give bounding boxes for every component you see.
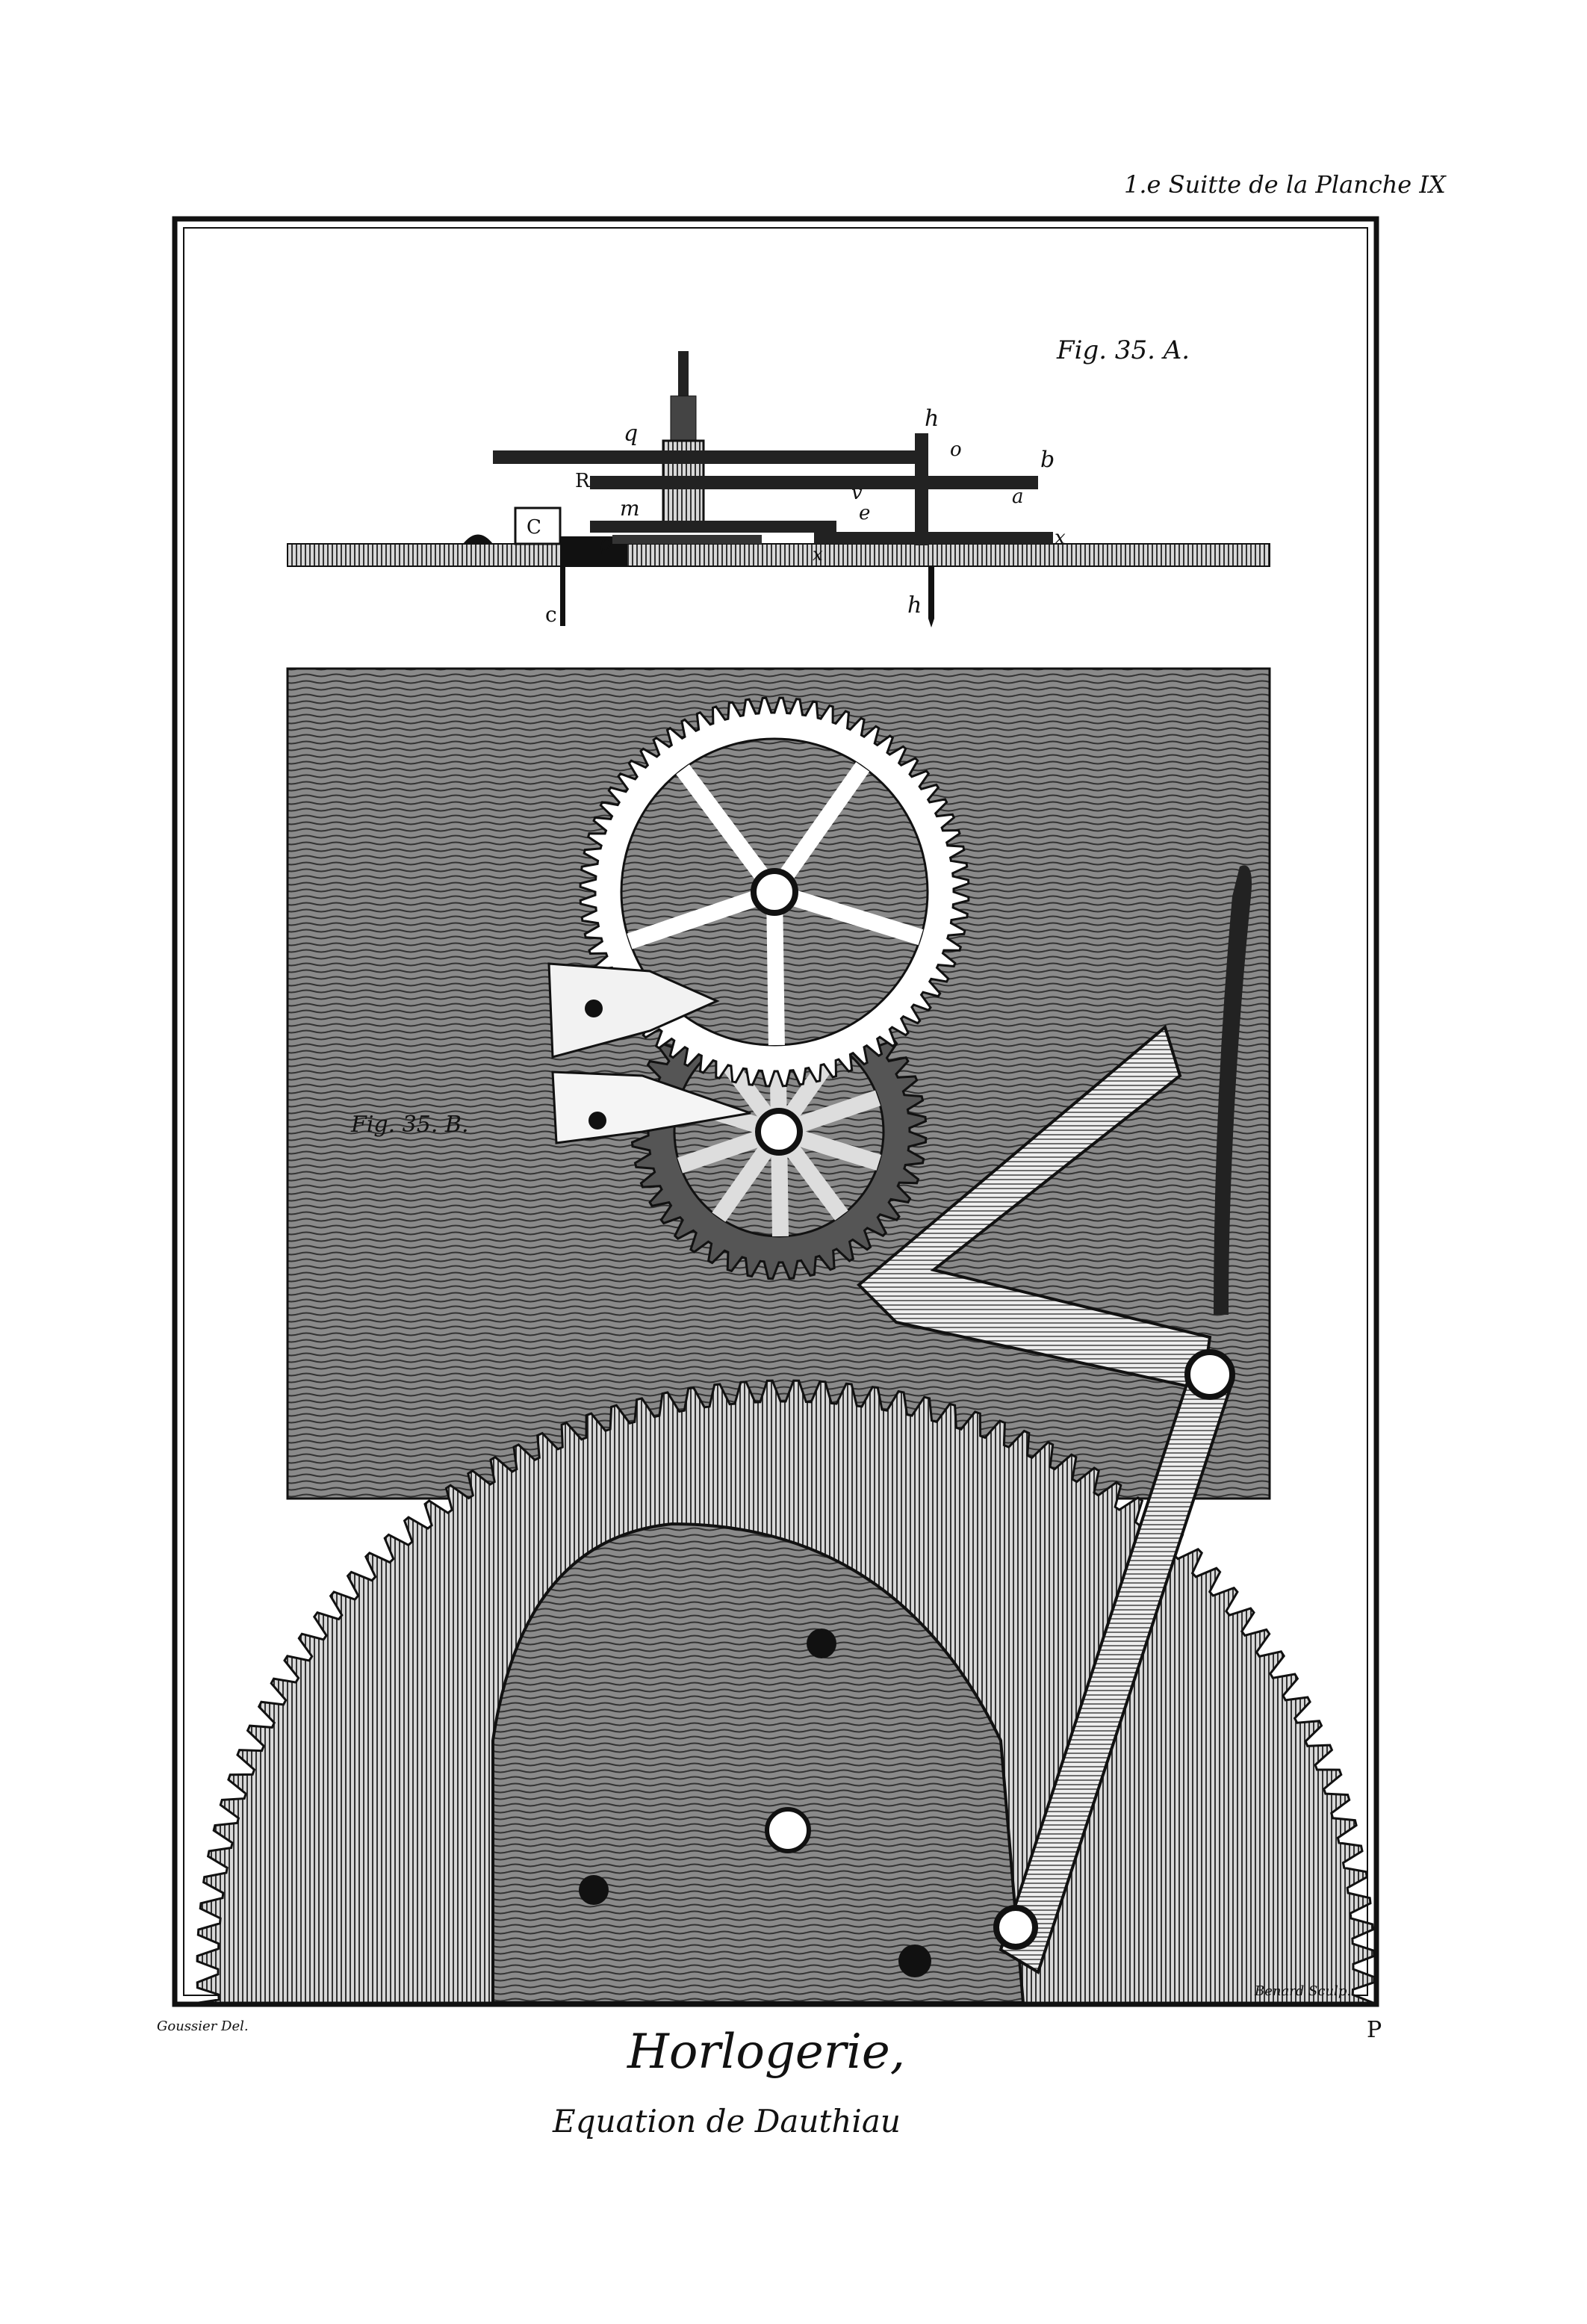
draftsman-credit: Goussier Del. bbox=[157, 2018, 249, 2034]
part-label-x-mid: x bbox=[813, 544, 823, 565]
figure-35a-labels: q h o b R v a m e C p x x c h Fig. 35. A… bbox=[527, 335, 1190, 627]
gear-spoke bbox=[627, 884, 777, 949]
part-label-c: c bbox=[545, 602, 557, 627]
part-label-C: C bbox=[527, 516, 541, 539]
gear-hub bbox=[751, 868, 798, 916]
part-label-p: p bbox=[599, 532, 612, 554]
engraver-credit: Benard Sculp. bbox=[1255, 1983, 1352, 1999]
part-label-m: m bbox=[620, 496, 640, 521]
figure-35a-drawing bbox=[287, 351, 1270, 628]
gear-spoke bbox=[768, 762, 870, 897]
gear-spoke bbox=[676, 764, 781, 897]
part-label-q: q bbox=[624, 421, 638, 447]
plate-reference: 1.e Suitte de la Planche IX bbox=[1124, 170, 1446, 199]
curved-spring bbox=[1214, 865, 1252, 1315]
part-label-b: b bbox=[1040, 447, 1055, 473]
part-label-R: R bbox=[575, 470, 591, 492]
part-label-v: v bbox=[851, 482, 863, 504]
figure-35b-title: Fig. 35. B. bbox=[350, 1112, 469, 1138]
figure-35a-title: Fig. 35. A. bbox=[1056, 335, 1190, 365]
part-label-e: e bbox=[859, 502, 870, 524]
lever-arm bbox=[857, 1024, 1212, 1392]
part-label-a: a bbox=[1012, 486, 1024, 508]
plate-subtitle: Equation de Dauthiau bbox=[553, 2103, 901, 2139]
plate-letter: P bbox=[1367, 2017, 1382, 2043]
part-label-x-right: x bbox=[1055, 527, 1066, 549]
plate-frame bbox=[172, 216, 1379, 2007]
gear-hub bbox=[755, 1108, 803, 1156]
gear-spoke bbox=[766, 891, 785, 1046]
wheel-central-plate bbox=[491, 1522, 1025, 2003]
part-label-o: o bbox=[950, 439, 962, 461]
gear-spoke bbox=[771, 884, 924, 946]
part-label-h-bottom: h bbox=[907, 592, 922, 619]
plate-title: Horlogerie, bbox=[627, 2024, 906, 2080]
part-label-h-top: h bbox=[925, 406, 939, 432]
figure-35b-drawing bbox=[196, 667, 1375, 2003]
